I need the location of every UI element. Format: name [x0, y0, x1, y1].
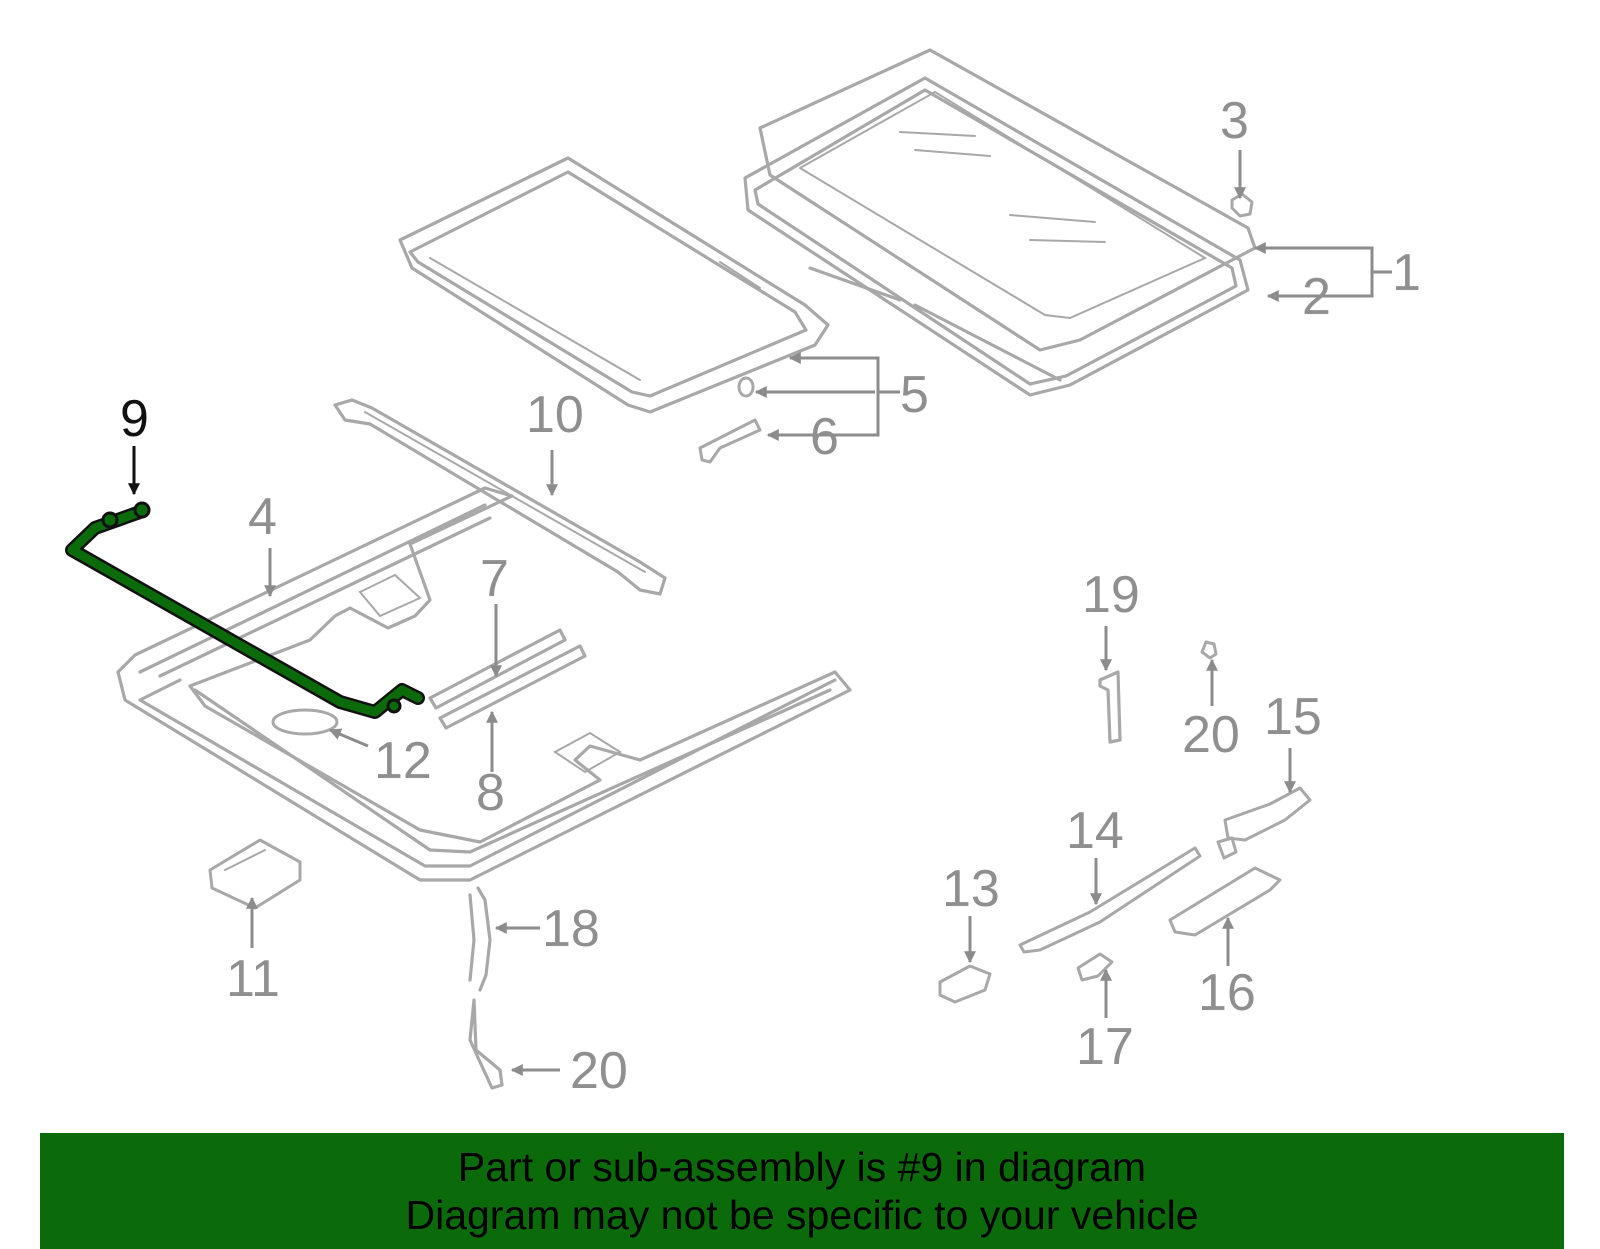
connector-part [938, 964, 992, 1004]
callout-19: 19 [1082, 566, 1140, 624]
guide-rail-part [1018, 846, 1202, 954]
glass-panel-part [743, 48, 1257, 397]
info-banner: Part or sub-assembly is #9 in diagram Di… [40, 1133, 1564, 1249]
highlighted-cable-part-9 [65, 501, 425, 719]
callout-20-upper: 20 [1182, 706, 1240, 764]
callout-17: 17 [1076, 1018, 1134, 1076]
grommet-part [1200, 640, 1218, 660]
clip-part [1230, 192, 1254, 218]
rail-cover-part [1168, 866, 1282, 937]
callout-9-highlighted: 9 [120, 390, 149, 448]
leader-lines [128, 150, 1392, 1076]
bracket-part [698, 418, 762, 464]
callout-4: 4 [248, 488, 277, 546]
banner-line-2: Diagram may not be specific to your vehi… [405, 1192, 1199, 1238]
callout-8: 8 [476, 764, 505, 822]
banner-line-1: Part or sub-assembly is #9 in diagram [457, 1144, 1147, 1190]
front-rail-part [333, 398, 667, 596]
callout-7: 7 [480, 550, 509, 608]
guide-strip-part [428, 628, 587, 730]
callout-14: 14 [1066, 802, 1124, 860]
callout-6: 6 [810, 408, 839, 466]
lamp-lens-part [271, 708, 339, 736]
callout-5: 5 [900, 366, 929, 424]
drain-tube-part [468, 886, 504, 1090]
callout-18: 18 [542, 900, 600, 958]
hose-part [1098, 670, 1122, 744]
housing-frame-part [116, 486, 852, 882]
guide-pin-part [737, 376, 755, 398]
callout-labels: 3 1 2 5 6 10 4 7 8 12 11 18 20 19 20 15 … [120, 92, 1421, 1100]
callout-3: 3 [1220, 92, 1249, 150]
callout-1: 1 [1392, 244, 1421, 302]
callout-13: 13 [942, 860, 1000, 918]
callout-10: 10 [526, 386, 584, 444]
callout-12: 12 [374, 732, 432, 790]
callout-16: 16 [1198, 964, 1256, 1022]
callout-11: 11 [226, 950, 280, 1008]
callout-20-lower: 20 [570, 1042, 628, 1100]
sunshade-part [398, 156, 830, 414]
callout-15: 15 [1264, 688, 1322, 746]
callout-2: 2 [1302, 268, 1331, 326]
switch-part [208, 838, 302, 910]
motor-bracket-part [1216, 786, 1312, 860]
